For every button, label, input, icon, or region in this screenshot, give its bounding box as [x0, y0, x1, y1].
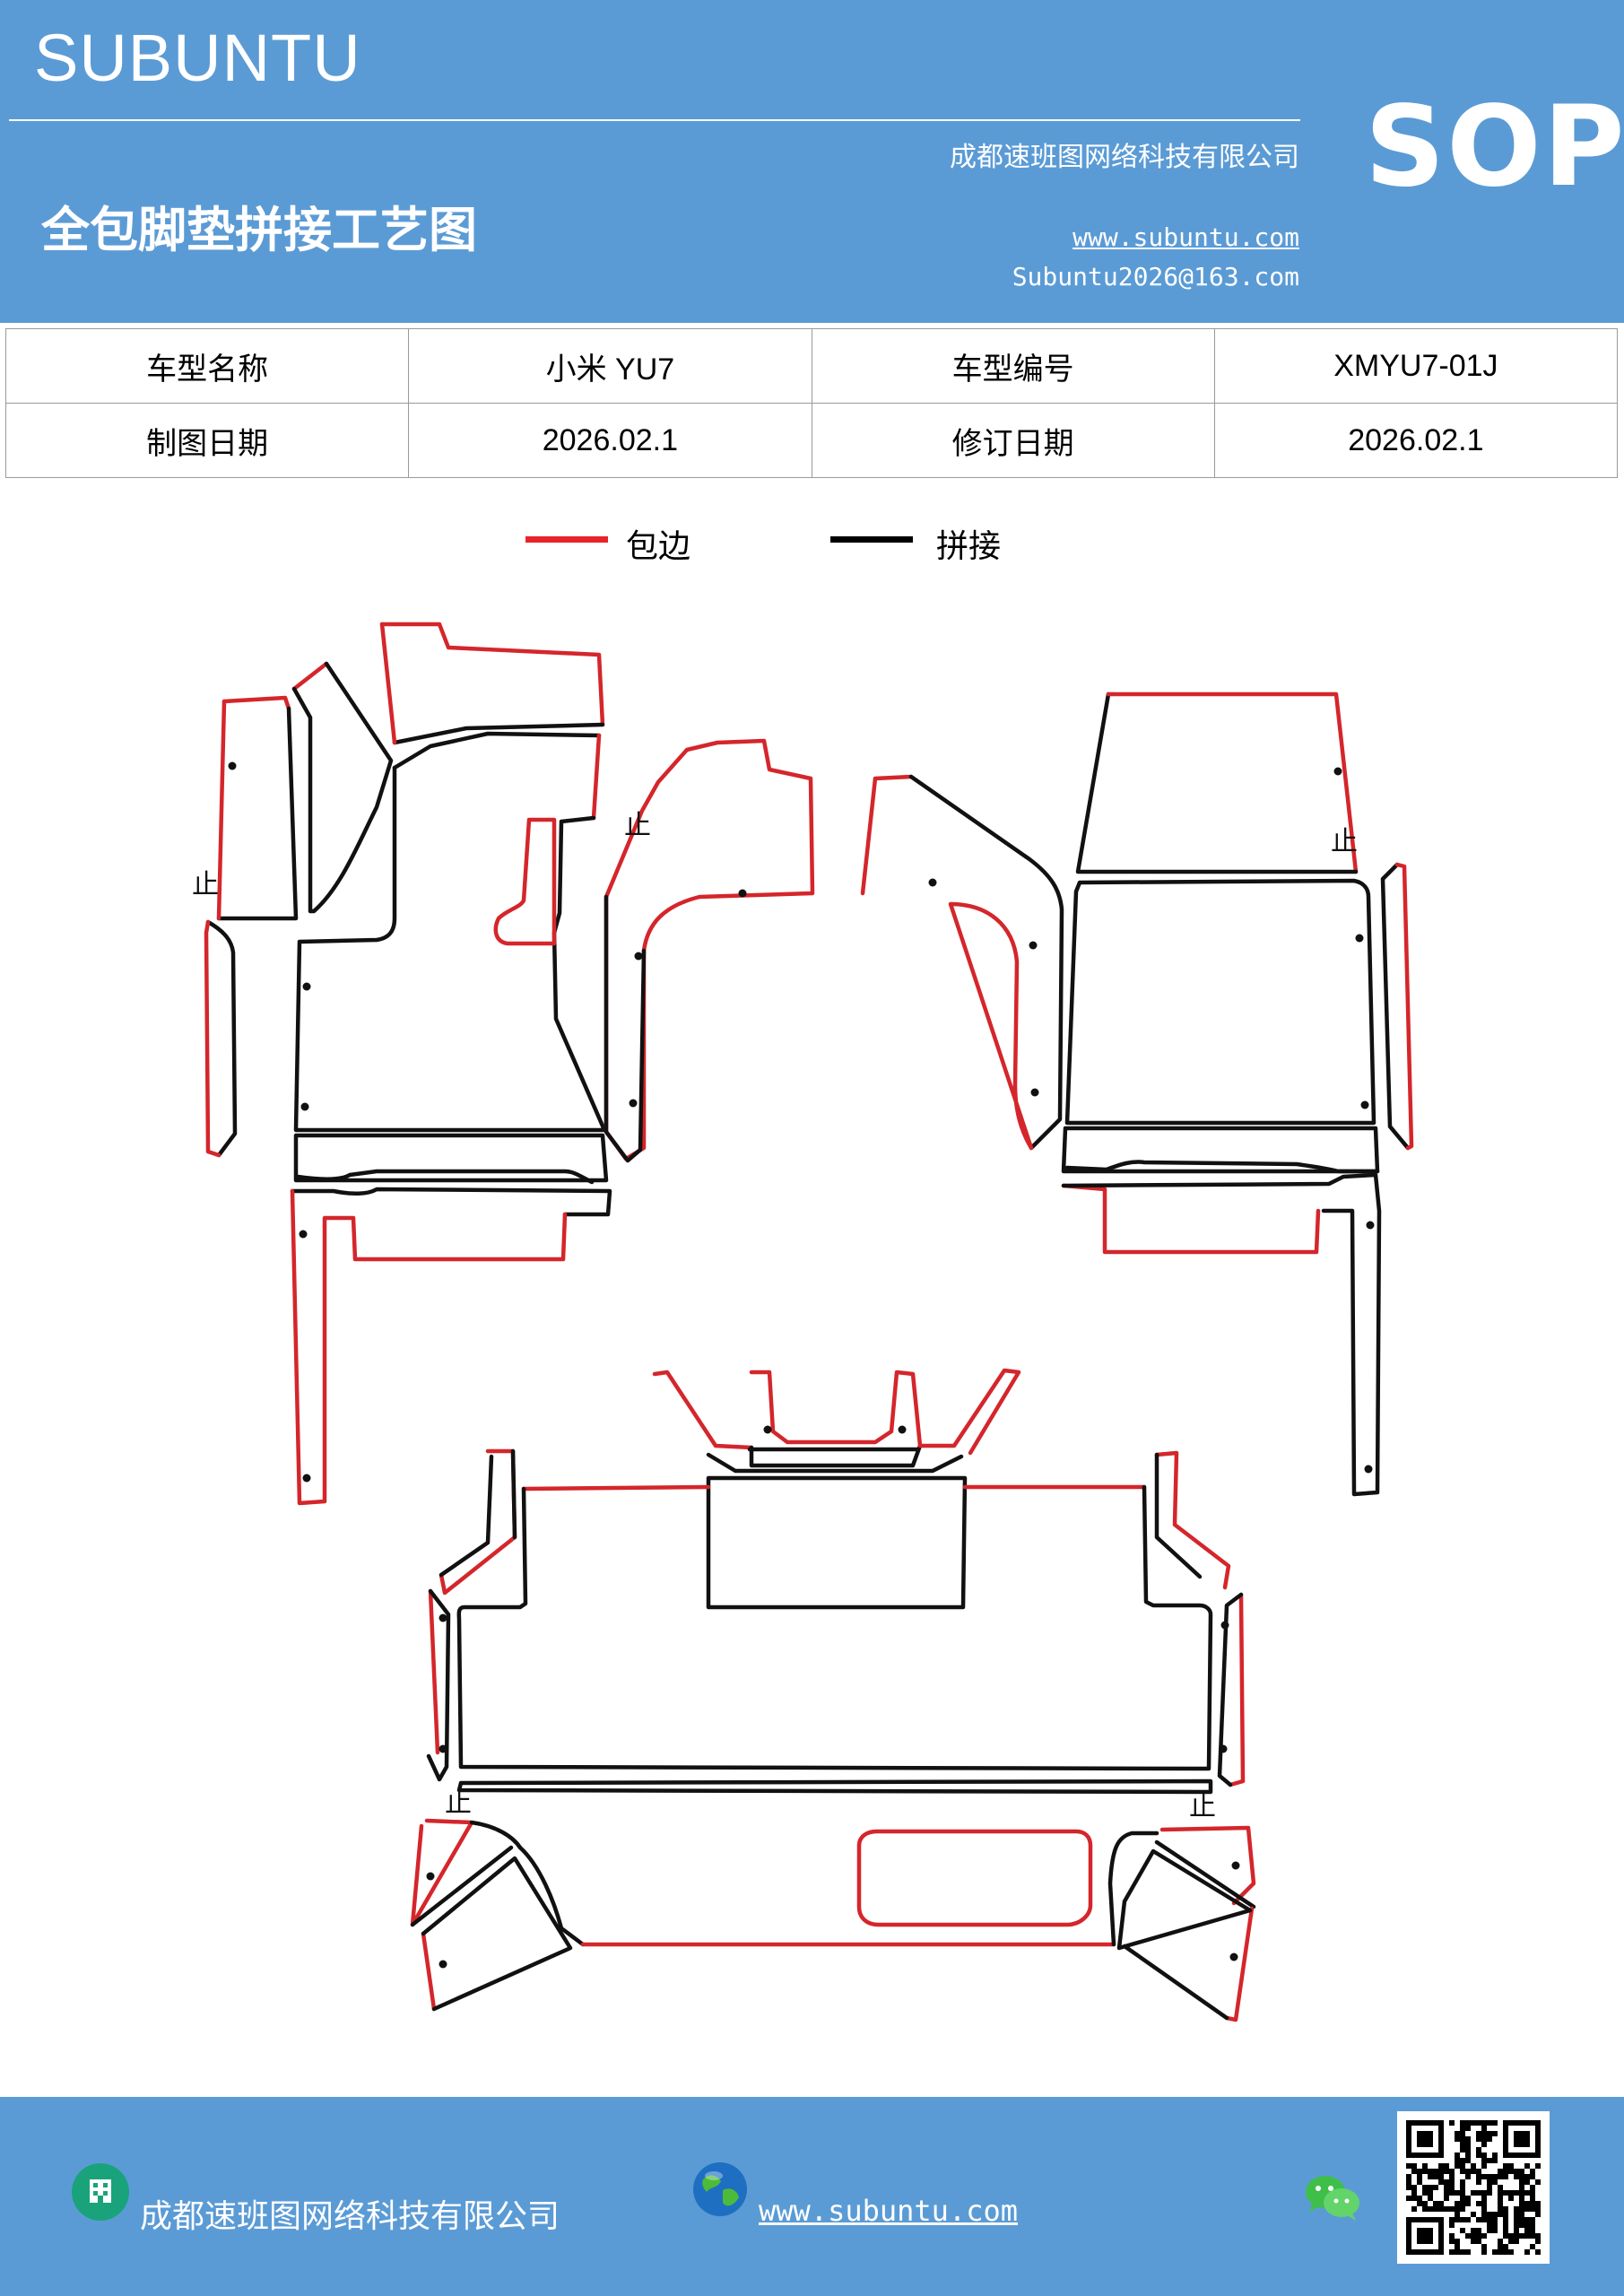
wechat-icon[interactable] [1302, 2170, 1363, 2224]
front-left-mat [204, 622, 815, 1506]
vehicle-info-table: 车型名称 小米 YU7 车型编号 XMYU7-01J 制图日期 2026.02.… [4, 328, 1619, 478]
document-title: 全包脚垫拼接工艺图 [41, 201, 477, 258]
qr-code[interactable] [1397, 2111, 1550, 2264]
rear-mat [410, 1368, 1256, 2022]
table-cell: 2026.02.1 [1213, 403, 1619, 478]
brand-logo-text: SUBUNTU [34, 21, 361, 95]
legend-black-line [830, 536, 913, 543]
footer-company-name: 成都速班图网络科技有限公司 [140, 2198, 560, 2235]
table-cell: 修订日期 [811, 403, 1215, 478]
table-cell: 车型名称 [4, 328, 410, 404]
globe-icon [690, 2160, 750, 2219]
table-cell: 小米 YU7 [408, 328, 812, 404]
header-website-link[interactable]: www.subuntu.com [1073, 222, 1299, 252]
header-company-name: 成都速班图网络科技有限公司 [950, 142, 1299, 173]
table-cell: 2026.02.1 [408, 403, 812, 478]
header-banner: SUBUNTU 成都速班图网络科技有限公司 全包脚垫拼接工艺图 www.subu… [0, 0, 1624, 323]
table-cell: 制图日期 [4, 403, 410, 478]
table-cell: XMYU7-01J [1213, 328, 1619, 404]
stop-mark: 止 [624, 810, 651, 841]
footer-website-link[interactable]: www.subuntu.com [759, 2194, 1018, 2228]
legend-label-edge: 包边 [626, 528, 691, 565]
header-email: Subuntu2026@163.com [1012, 262, 1299, 291]
stop-marks: 止 止 止 止 止 [192, 810, 1358, 1822]
legend-red-line [525, 536, 608, 543]
header-divider [9, 119, 1300, 121]
table-row: 车型名称 小米 YU7 车型编号 XMYU7-01J [4, 328, 1619, 404]
front-right-mat [860, 691, 1414, 1497]
table-cell: 车型编号 [811, 328, 1215, 404]
stop-mark: 止 [445, 1787, 472, 1819]
legend: 包边 拼接 [0, 520, 1624, 574]
building-icon [72, 2163, 129, 2221]
legend-label-seam: 拼接 [936, 528, 1002, 565]
stop-mark: 止 [1189, 1791, 1216, 1822]
table-row: 制图日期 2026.02.1 修订日期 2026.02.1 [4, 403, 1619, 478]
clip-holes [228, 761, 1375, 1969]
stop-mark: 止 [1331, 826, 1358, 857]
sop-badge: SOP [1365, 83, 1624, 212]
stop-mark: 止 [192, 869, 219, 900]
footer-banner: 成都速班图网络科技有限公司 www.subuntu.com [0, 2097, 1624, 2296]
